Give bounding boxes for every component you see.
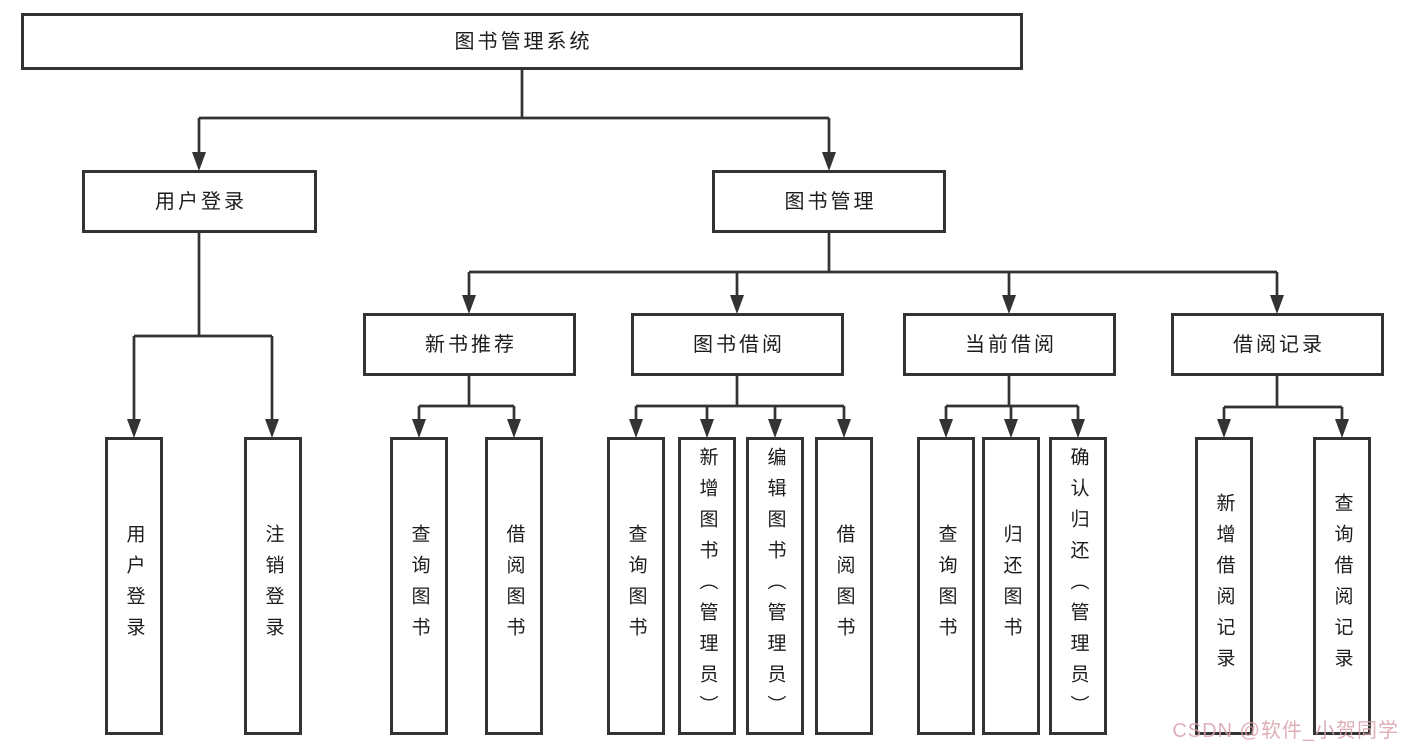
leaf-borrow-books-recommend: 借阅图书 xyxy=(485,437,543,735)
leaf-add-borrow-record: 新增借阅记录 xyxy=(1195,437,1253,735)
leaf-borrow-books-recommend-label: 借阅图书 xyxy=(503,524,525,648)
leaf-query-books-recommend-label: 查询图书 xyxy=(408,524,430,648)
node-root-label: 图书管理系统 xyxy=(454,30,593,53)
leaf-query-books-borrow: 查询图书 xyxy=(607,437,665,735)
node-user-login: 用户登录 xyxy=(82,170,317,233)
leaf-confirm-return-admin: 确认归还（管理员） xyxy=(1049,437,1107,735)
node-root: 图书管理系统 xyxy=(21,13,1023,70)
leaf-query-books-recommend: 查询图书 xyxy=(390,437,448,735)
node-borrow-records-label: 借阅记录 xyxy=(1233,333,1325,356)
csdn-watermark: CSDN @软件_小贺同学 xyxy=(1172,720,1399,742)
leaf-query-books-current: 查询图书 xyxy=(917,437,975,735)
leaf-edit-book-admin-label: 编辑图书（管理员） xyxy=(764,446,786,726)
leaf-logout-label: 注销登录 xyxy=(262,524,284,648)
leaf-confirm-return-admin-label: 确认归还（管理员） xyxy=(1067,446,1089,726)
leaf-logout: 注销登录 xyxy=(244,437,302,735)
leaf-add-borrow-record-label: 新增借阅记录 xyxy=(1213,493,1235,679)
node-user-login-label: 用户登录 xyxy=(155,190,247,213)
node-book-management: 图书管理 xyxy=(712,170,946,233)
edge-root-rail xyxy=(197,69,831,154)
leaf-user-login-label: 用户登录 xyxy=(123,524,145,648)
node-new-book-recommend: 新书推荐 xyxy=(363,313,576,376)
edge-new-book-rail xyxy=(417,375,516,421)
edge-book-borrow-rail xyxy=(634,375,846,421)
node-new-book-recommend-label: 新书推荐 xyxy=(425,333,517,356)
edge-user-login-rail xyxy=(132,232,274,421)
leaf-add-book-admin-label: 新增图书（管理员） xyxy=(696,446,718,726)
leaf-return-book: 归还图书 xyxy=(982,437,1040,735)
node-borrow-records: 借阅记录 xyxy=(1171,313,1384,376)
leaf-query-borrow-record-label: 查询借阅记录 xyxy=(1331,493,1353,679)
node-book-borrow: 图书借阅 xyxy=(631,313,844,376)
edge-borrow-records-rail xyxy=(1222,375,1344,421)
node-current-borrow: 当前借阅 xyxy=(903,313,1116,376)
node-current-borrow-label: 当前借阅 xyxy=(965,333,1057,356)
leaf-query-borrow-record: 查询借阅记录 xyxy=(1313,437,1371,735)
edge-current-borrow-rail xyxy=(944,375,1080,421)
leaf-user-login: 用户登录 xyxy=(105,437,163,735)
leaf-query-books-current-label: 查询图书 xyxy=(935,524,957,648)
leaf-edit-book-admin: 编辑图书（管理员） xyxy=(746,437,804,735)
leaf-return-book-label: 归还图书 xyxy=(1000,524,1022,648)
leaf-borrow-books-label: 借阅图书 xyxy=(833,524,855,648)
node-book-borrow-label: 图书借阅 xyxy=(693,333,785,356)
leaf-borrow-books: 借阅图书 xyxy=(815,437,873,735)
leaf-query-books-borrow-label: 查询图书 xyxy=(625,524,647,648)
node-book-management-label: 图书管理 xyxy=(784,190,877,213)
leaf-add-book-admin: 新增图书（管理员） xyxy=(678,437,736,735)
edge-book-mgmt-rail xyxy=(467,232,1279,297)
